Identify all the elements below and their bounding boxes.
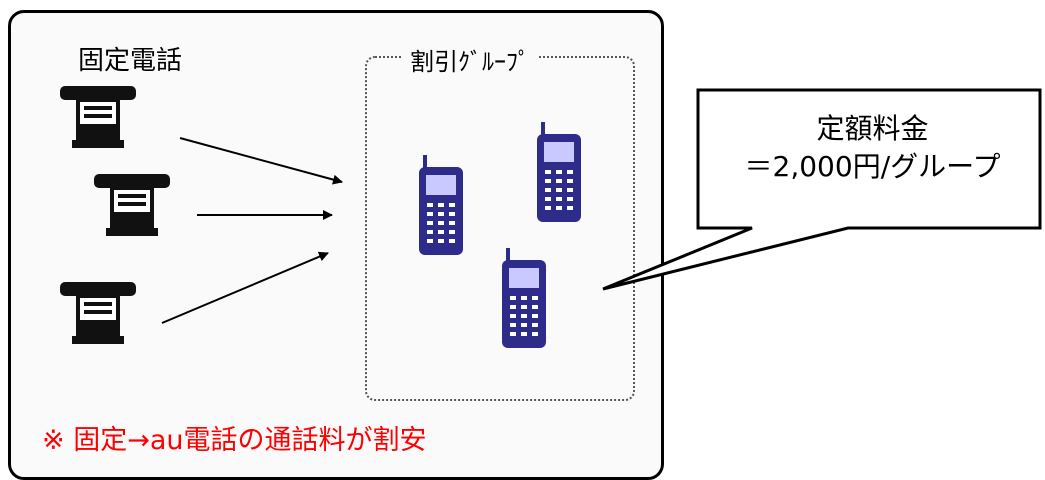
landline-phone-icon [60,282,136,344]
connector-layer [161,88,1042,324]
flat-rate-callout: 定額料金 ＝2,000円/グループ [700,110,1045,186]
flat-rate-title: 定額料金 [816,112,929,145]
blank-patch [700,26,740,48]
call-arrow [161,251,329,324]
landline-phone-icon [60,86,136,148]
fixed-phone-label: 固定電話 [78,46,183,76]
callout-bubble [602,88,1042,291]
landline-phone-icon [94,174,170,236]
mobile-phone-icon [419,155,463,255]
flat-rate-price: ＝2,000円/グループ [744,150,1001,183]
mobile-phone-icon [502,248,546,348]
mobile-phone-icon [537,122,581,222]
call-arrow [179,137,343,185]
discount-note: ※ 固定→au電話の通話料が割安 [42,425,427,456]
discount-group-label: 割引ｸﾞﾙｰﾌﾟ [402,42,538,77]
